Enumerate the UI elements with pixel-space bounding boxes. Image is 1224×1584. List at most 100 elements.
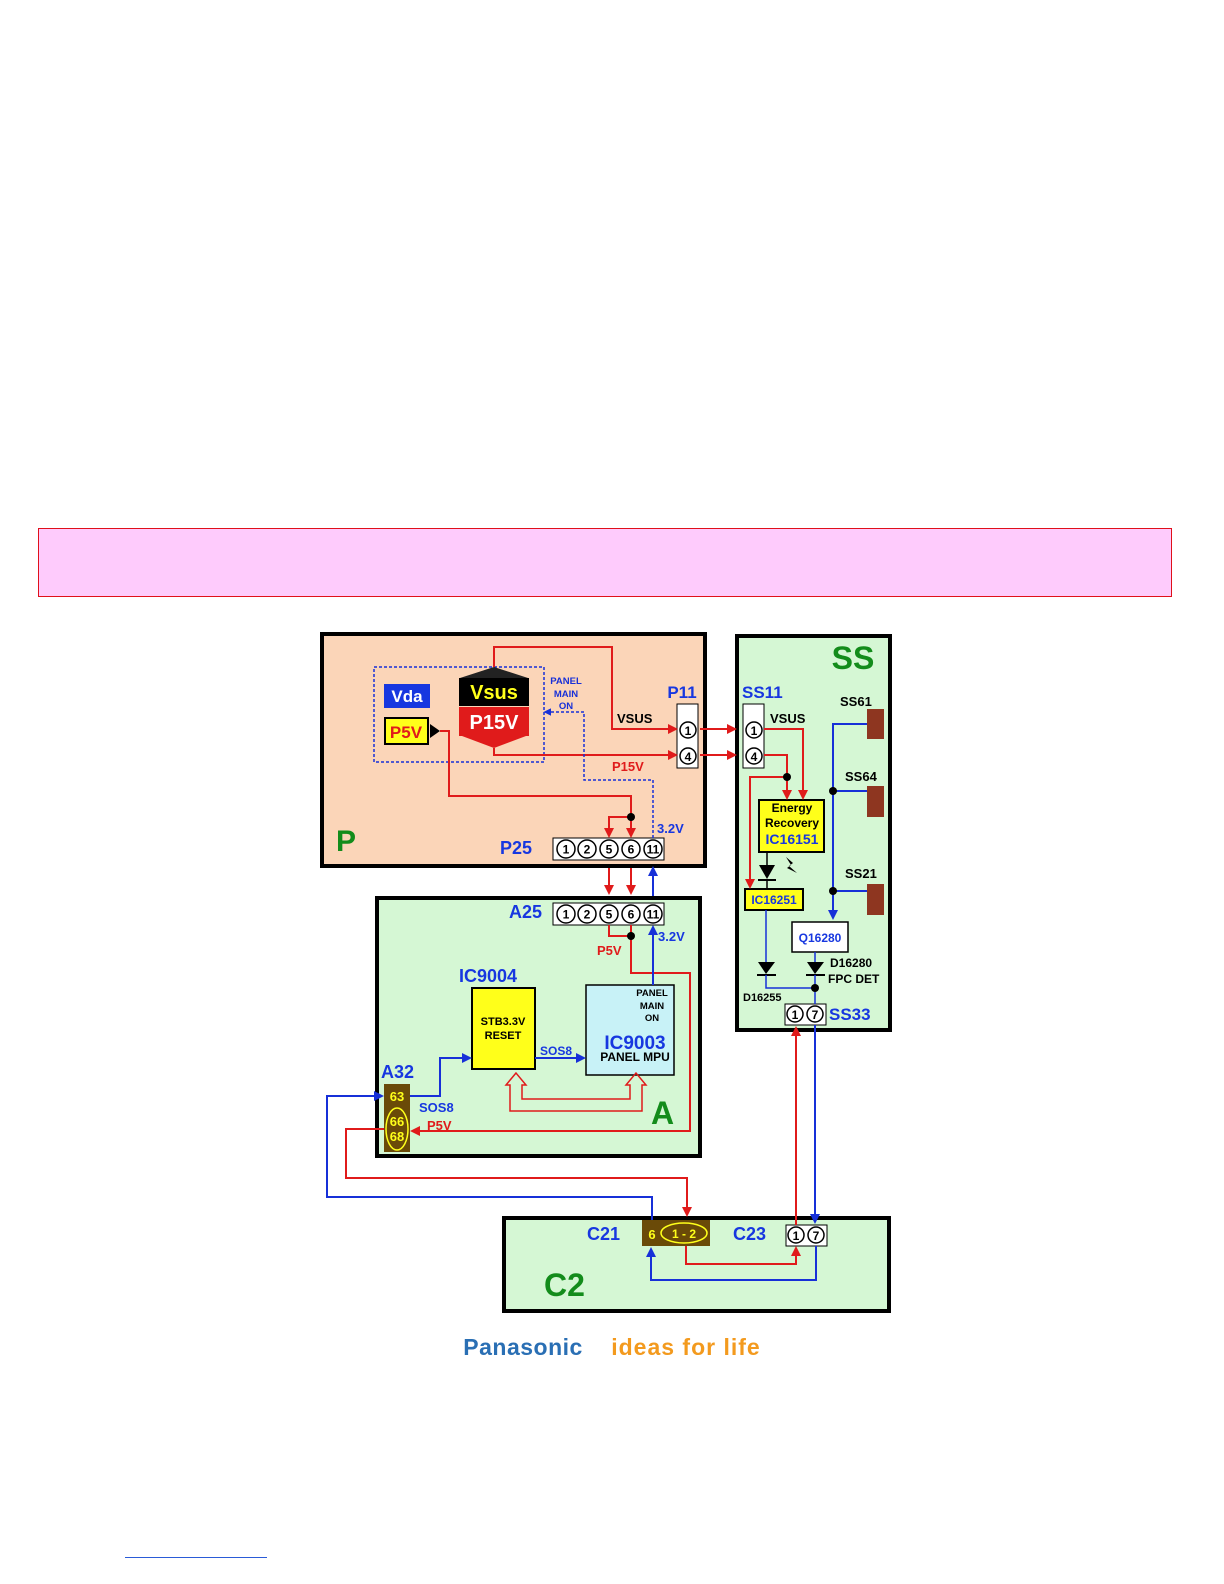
led-diode-icon <box>759 865 775 879</box>
panel-main-on-wire-p <box>543 708 654 838</box>
p25-pin-label: 1 <box>563 843 570 857</box>
p5v-wire-p <box>440 730 636 838</box>
panel-main-on-label-p-1: PANEL <box>550 676 582 687</box>
vsus-wire-ss <box>764 728 808 800</box>
brand-footer: Panasonic ideas for life <box>0 1334 1224 1361</box>
a32-label: A32 <box>381 1062 414 1082</box>
vsus-signal-label-p: VSUS <box>617 711 653 726</box>
a32-pin-68: 68 <box>390 1129 404 1144</box>
p15v-wire-ss <box>764 754 792 800</box>
p25-pin-circle <box>599 839 619 859</box>
energy-label-3: IC16151 <box>766 831 819 847</box>
a25-pin-label: 11 <box>647 908 660 922</box>
a25-pin-label: 1 <box>563 908 570 922</box>
ic9003-sub: PANEL MPU <box>600 1050 670 1064</box>
panel-main-on-label-p-3: ON <box>559 701 573 712</box>
p15v-block <box>459 707 529 736</box>
panel-main-on-label-a-2: MAIN <box>640 1001 664 1012</box>
c23-pin-7: 7 <box>813 1229 820 1243</box>
board-p: P Vda Vsus P15V P5V PANEL MAIN ON P11 1 … <box>320 632 707 868</box>
a25-pin-label: 6 <box>628 908 635 922</box>
c21-label: C21 <box>587 1224 620 1244</box>
a32-pin-63: 63 <box>390 1089 404 1104</box>
ic9003 <box>585 984 675 1076</box>
sos8-label-a32: SOS8 <box>419 1100 454 1115</box>
ic9004-body-2: RESET <box>485 1030 522 1042</box>
a25-pin-circle <box>621 904 641 924</box>
a25-pin-circle <box>556 904 576 924</box>
p25-pin-label: 5 <box>606 843 613 857</box>
p5v-wire-a <box>410 925 691 1136</box>
board-c2-label: C2 <box>544 1267 585 1303</box>
d16255-diode-icon <box>758 962 775 974</box>
p25-label: P25 <box>500 838 532 858</box>
p25-pin-circle <box>577 839 597 859</box>
ic16251-label: IC16251 <box>751 893 797 907</box>
wires <box>326 646 867 1281</box>
ss61-heatsink <box>867 709 884 739</box>
lightning-icon <box>786 857 797 873</box>
d16280-diode-icon <box>807 962 824 974</box>
ss11-label: SS11 <box>742 683 783 702</box>
vsus-block <box>459 678 529 706</box>
p5v-signal-label-a32: P5V <box>427 1118 452 1133</box>
header-banner <box>38 528 1172 597</box>
ss33-pin-1: 1 <box>792 1008 799 1022</box>
p25-pin-circle <box>556 839 576 859</box>
a25-pin-circle <box>577 904 597 924</box>
d16255-label: D16255 <box>743 992 782 1004</box>
q16280-label: Q16280 <box>799 931 842 945</box>
c23-pin-1: 1 <box>793 1229 800 1243</box>
ic9004 <box>471 987 536 1070</box>
p5v-signal-label-a25: P5V <box>597 943 622 958</box>
energy-label-1: Energy <box>772 801 813 815</box>
a25-label: A25 <box>509 902 542 922</box>
ss11-pin-4: 4 <box>751 750 758 764</box>
p15v-signal-label-p: P15V <box>612 759 644 774</box>
p25-pin-label: 6 <box>628 843 635 857</box>
ss11-pin-1: 1 <box>751 724 758 738</box>
p25-pin-label: 11 <box>647 843 660 857</box>
bus-arrow <box>504 1071 648 1112</box>
vsus-wire-p <box>493 646 678 734</box>
panel-main-on-label-p-2: MAIN <box>554 689 578 700</box>
p5v-wire-a32-c21 <box>345 1128 692 1217</box>
ss33-pin-7: 7 <box>812 1008 819 1022</box>
vsus-label: Vsus <box>470 682 518 704</box>
p11-label: P11 <box>667 683 696 702</box>
ss-blue-bus <box>828 723 867 920</box>
board-a-label: A <box>651 1095 674 1131</box>
p15v-wire-p <box>493 748 678 760</box>
ss61-label: SS61 <box>840 694 872 709</box>
panel-main-on-label-a-3: ON <box>645 1013 659 1024</box>
ic9004-title: IC9004 <box>459 966 517 986</box>
ic16251 <box>744 888 804 911</box>
board-c2: C2 C21 6 1 - 2 C23 1 7 <box>502 1216 891 1313</box>
board-a: A A25 3.2V P5V IC9004 STB3.3V RESET PANE… <box>375 896 702 1158</box>
energy-recovery-ic <box>758 799 825 853</box>
a25-pin-label: 5 <box>606 908 613 922</box>
p25-pin-circle <box>621 839 641 859</box>
footer-rule <box>125 1557 267 1558</box>
c21-pin-6: 6 <box>648 1227 655 1242</box>
energy-label-2: Recovery <box>765 816 819 830</box>
p5v-pointer <box>430 724 440 738</box>
a25-pin-label: 2 <box>584 908 591 922</box>
a32-pin-66: 66 <box>390 1114 404 1129</box>
ss21-label: SS21 <box>845 866 877 881</box>
ic9004-body-1: STB3.3V <box>481 1016 526 1028</box>
panel-main-on-label-a-1: PANEL <box>636 988 668 999</box>
board-ss-label: SS <box>832 640 875 676</box>
sos8-label-ic: SOS8 <box>540 1044 572 1058</box>
v32-label-a: 3.2V <box>658 929 685 944</box>
p5v-block <box>384 717 429 745</box>
p15v-base <box>462 736 526 748</box>
d16280-label: D16280 <box>830 956 872 970</box>
ss64-heatsink <box>867 786 884 817</box>
p25-pin-circle <box>643 839 663 859</box>
vda-label: Vda <box>391 687 423 706</box>
fpc-det-label: FPC DET <box>828 972 880 986</box>
board-p-label: P <box>336 825 356 858</box>
junction-dots <box>627 773 837 992</box>
